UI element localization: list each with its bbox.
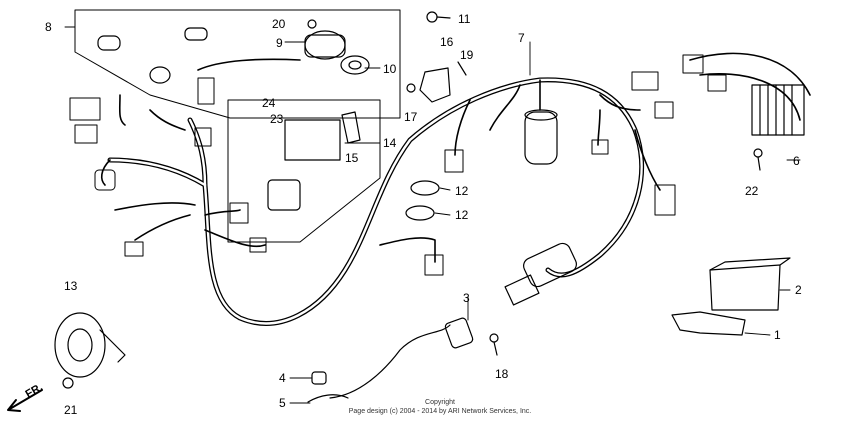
callout-9: 9 [276, 36, 283, 50]
callout-10: 10 [383, 62, 397, 76]
callout-16: 16 [440, 35, 454, 49]
callout-3: 3 [463, 291, 470, 305]
regulator-rectifier [751, 84, 805, 136]
callout-labels: 8 20 9 10 11 16 19 17 7 24 23 15 14 12 1… [24, 12, 803, 417]
copyright-notice: Copyright Page design (c) 2004 - 2014 by… [340, 398, 540, 416]
ignition-coil [524, 109, 558, 165]
callout-6: 6 [793, 154, 800, 168]
callout-15: 15 [345, 151, 359, 165]
branch-wires [100, 52, 811, 263]
relay-block [267, 111, 361, 211]
callout-19: 19 [460, 48, 474, 62]
bracket-16 [419, 67, 451, 103]
callout-14: 14 [383, 136, 397, 150]
callout-22: 22 [745, 184, 759, 198]
callout-8: 8 [45, 20, 52, 34]
callout-20: 20 [272, 17, 286, 31]
harness-overlay [108, 78, 643, 325]
callout-1: 1 [774, 328, 781, 342]
connectors [69, 54, 727, 276]
callout-4: 4 [279, 371, 286, 385]
spark-plug-lead [307, 317, 474, 403]
callout-7: 7 [518, 31, 525, 45]
control-unit [671, 257, 791, 336]
copyright-line-2: Page design (c) 2004 - 2014 by ARI Netwo… [348, 408, 532, 415]
callout-23: 23 [270, 112, 284, 126]
callout-12b: 12 [455, 208, 469, 222]
callout-24: 24 [262, 96, 276, 110]
callout-21: 21 [64, 403, 78, 417]
callout-12a: 12 [455, 184, 469, 198]
copyright-line-1: Copyright [425, 399, 455, 406]
inset-box-14 [227, 99, 381, 243]
bolts [62, 11, 763, 389]
callout-11: 11 [458, 12, 471, 26]
horn [54, 312, 126, 378]
wire-clamps [405, 180, 440, 221]
callout-5: 5 [279, 396, 286, 410]
ignition-switch [97, 27, 370, 84]
callout-2: 2 [795, 283, 802, 297]
leader-lines [64, 26, 801, 404]
callout-18: 18 [495, 367, 509, 381]
inset-box-8 [74, 9, 401, 119]
callout-17: 17 [404, 110, 418, 124]
callout-13: 13 [64, 279, 78, 293]
connector-boot [504, 242, 577, 306]
front-direction-arrow [7, 389, 43, 412]
direction-label: FR. [24, 381, 45, 400]
